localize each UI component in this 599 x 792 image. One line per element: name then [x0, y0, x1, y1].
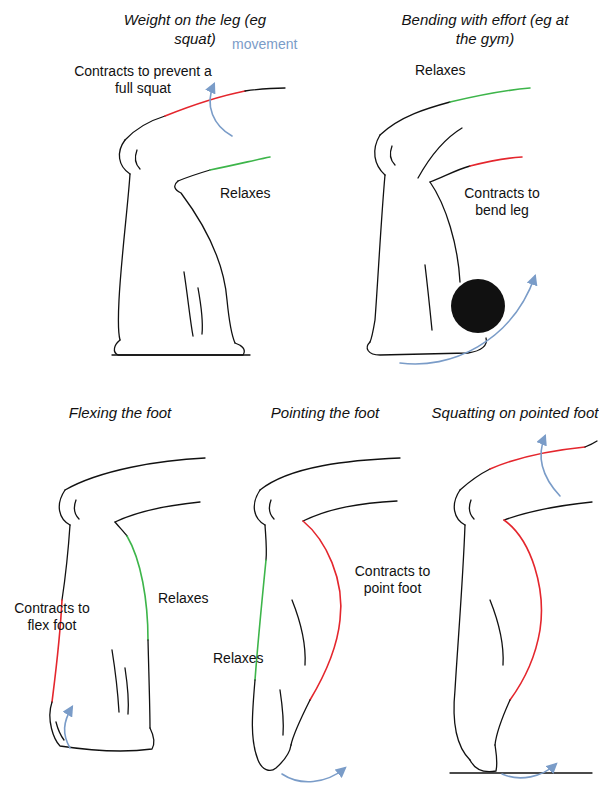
thigh-outline: [585, 441, 597, 447]
bending-leg: [367, 88, 535, 364]
knee-outline: [254, 490, 265, 525]
ankle-line: [280, 690, 283, 735]
thigh-outline: [178, 170, 210, 181]
contracting-muscle: [303, 521, 341, 700]
panel-title: Squatting on pointed foot: [420, 403, 599, 422]
toe-line: [56, 722, 64, 740]
calf-outline: [291, 700, 310, 745]
knee-outline: [375, 135, 385, 175]
thigh-outline: [260, 458, 400, 490]
calf-outline: [115, 522, 127, 536]
ankle-line: [184, 272, 193, 336]
muscle-label: Contracts to flex foot: [2, 600, 102, 634]
movement-arrow: [502, 764, 556, 778]
muscle-label: Relaxes: [213, 650, 293, 667]
thigh-outline: [380, 102, 450, 135]
foot-outline: [114, 340, 244, 355]
foot-outline: [50, 702, 154, 751]
pointing-leg: [252, 458, 400, 782]
movement-arrow: [210, 84, 232, 136]
pointed-squat-leg: [450, 436, 597, 778]
relaxed-muscle: [210, 157, 270, 170]
ground-line: [112, 354, 250, 355]
knee-crease: [75, 500, 79, 519]
squat-leg: [112, 84, 285, 355]
shin-outline: [62, 525, 70, 600]
movement-arrow: [400, 276, 535, 364]
thigh-outline: [430, 166, 470, 182]
calf-outline: [175, 181, 235, 343]
muscle-label: Relaxes: [158, 590, 238, 607]
knee-crease: [136, 150, 140, 169]
thigh-outline: [303, 501, 397, 521]
muscle-label: Contracts to prevent a full squat: [68, 63, 218, 97]
knee-outline: [59, 490, 70, 525]
panel-title: Pointing the foot: [245, 403, 405, 422]
movement-arrow: [65, 707, 72, 748]
contracting-muscle: [490, 447, 585, 469]
panel-title: Flexing the foot: [40, 403, 200, 422]
muscle-label: Relaxes: [220, 185, 300, 202]
arrow-label: movement: [232, 36, 312, 53]
relaxed-muscle: [450, 88, 530, 102]
contracting-muscle: [504, 520, 541, 700]
ankle-line: [425, 265, 432, 330]
thigh-outline: [460, 469, 490, 490]
thigh-outline: [125, 116, 165, 140]
thigh-outline: [245, 88, 285, 91]
weight-ball: [451, 279, 505, 333]
contracting-muscle: [470, 157, 522, 166]
muscle-label: Contracts to point foot: [345, 563, 440, 597]
knee-outline: [119, 140, 130, 174]
calf-line: [292, 600, 305, 665]
shin-outline: [118, 174, 130, 340]
movement-arrow: [541, 436, 560, 496]
ankle-line: [125, 668, 128, 714]
ground-line: [450, 772, 592, 773]
knee-crease: [270, 500, 274, 519]
calf-line: [490, 600, 503, 665]
calf-outline: [495, 700, 510, 745]
ankle-line: [198, 288, 202, 334]
thigh-outline: [65, 458, 205, 490]
contracting-muscle: [165, 91, 245, 116]
shin-outline: [370, 175, 385, 342]
foot-outline: [252, 680, 291, 770]
thigh-outline: [504, 502, 592, 520]
knee-crease: [470, 500, 474, 519]
panel-title: Bending with effort (eg at the gym): [400, 10, 570, 48]
knee-outline: [454, 490, 465, 525]
knee-crease: [391, 146, 395, 165]
relaxed-muscle: [127, 536, 148, 640]
shin-outline: [454, 525, 470, 760]
muscle-label: Contracts to bend leg: [452, 185, 552, 219]
calf-outline: [430, 182, 460, 282]
ankle-line: [112, 650, 119, 712]
shin-outline: [265, 525, 266, 560]
muscle-label: Relaxes: [415, 62, 495, 79]
foot-outline: [470, 745, 497, 772]
calf-outline: [148, 640, 150, 728]
thigh-outline: [115, 502, 200, 522]
movement-arrow: [282, 768, 345, 782]
